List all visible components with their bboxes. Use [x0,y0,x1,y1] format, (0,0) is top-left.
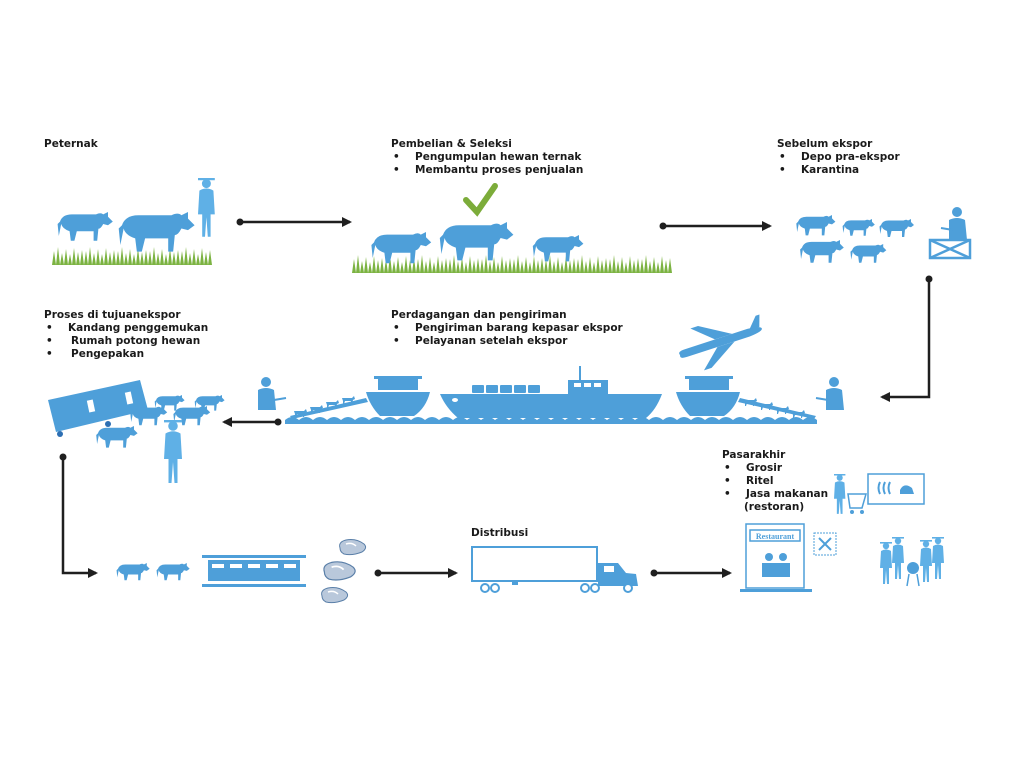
stage-sebelum-label: Sebelum ekspor Depo pra-ekspor Karantina [777,138,900,177]
inspector-icon [258,377,287,410]
truck-trailer-icon [48,380,148,437]
ferry-icon [290,376,430,419]
perdagangan-illustration [258,314,844,424]
stage-bullets: Depo pra-ekspor Karantina [777,151,900,177]
stage-bullets: Pengumpulan hewan ternak Membantu proses… [391,151,583,177]
arrow-peternak-to-pembelian [236,217,352,227]
bullet-item: Ritel [722,475,828,488]
bullet-item: Pengepakan [44,348,208,361]
stage-pasar-label: Pasarakhir Grosir Ritel Jasa makanan (re… [722,449,828,514]
stage-title: Pasarakhir [722,449,786,461]
bullet-item: Pelayanan setelah ekspor [391,335,623,348]
farmer-icon [198,178,215,237]
checkmark-icon [463,183,498,217]
arrow-proses-to-processing [59,453,98,578]
cow-icon [796,215,836,236]
bullet-item: Jasa makanan [722,488,828,501]
arrow-perdagangan-to-proses [222,417,282,427]
arrow-distribusi-to-pasar [650,568,732,578]
stage-bullets: Grosir Ritel Jasa makanan (restoran) [722,462,828,514]
cow-icon [439,222,514,261]
semi-truck-icon [471,546,638,593]
stage-bullets: Kandang penggemukan Rumah potong hewan P… [44,322,208,361]
stage-title: Perdagangan dan pengiriman [391,309,567,321]
inspector-icon [815,377,844,410]
inspector-icon [940,207,967,240]
arrow-pembelian-to-sebelum [659,221,772,231]
water-icon [285,417,817,424]
peternak-illustration [52,178,215,265]
restaurant-sign: Restaurant [756,532,795,541]
stage-title: Proses di tujuanekspor [44,309,181,321]
stage-peternak-label: Peternak [44,138,98,151]
arrow-sebelum-to-perdagangan [880,275,933,402]
pembelian-illustration [352,183,672,273]
bullet-item: Pengiriman barang kepasar ekspor [391,322,623,335]
meat-icon [320,538,367,604]
restaurant-icon: Restaurant [740,523,837,592]
fence-icon [928,238,972,260]
stage-title: Pembelian & Seleksi [391,138,512,150]
bullet-item: Kandang penggemukan [44,322,208,335]
cow-icon [800,240,844,263]
cow-icon [842,219,875,236]
stage-perdagangan-label: Perdagangan dan pengiriman Pengiriman ba… [391,309,623,348]
stage-pembelian-label: Pembelian & Seleksi Pengumpulan hewan te… [391,138,583,177]
bullet-item: Rumah potong hewan [44,335,208,348]
stage-bullets: Pengiriman barang kepasar ekspor Pelayan… [391,322,623,348]
shopping-icon [834,473,925,514]
cow-icon [118,212,195,252]
pasar-illustration: Restaurant [740,473,944,592]
stage-title: Distribusi [471,527,529,539]
cargo-ship-icon [440,366,662,418]
slaughterhouse-icon [202,555,306,587]
farmer-icon [164,420,182,483]
calf-icon [532,235,584,262]
stage-distribusi-label: Distribusi [471,527,528,540]
processing-illustration [116,538,367,604]
stage-title: Sebelum ekspor [777,138,873,150]
arrow-processing-to-distribusi [374,568,458,578]
airplane-icon [679,314,762,371]
bbq-people-icon [880,537,944,587]
distribusi-illustration [471,546,638,593]
stage-title: Peternak [44,138,98,150]
bullet-item: Karantina [777,164,900,177]
stage-proses-label: Proses di tujuanekspor Kandang penggemuk… [44,309,208,361]
bullet-item: Depo pra-ekspor [777,151,900,164]
cow-icon [850,244,887,263]
goat-icon [57,212,113,241]
sebelum-illustration [796,207,972,263]
flow-arrows [59,217,933,578]
proses-illustration [48,380,225,483]
cow-icon [879,219,914,237]
bullet-item: Membantu proses penjualan [391,164,583,177]
bullet-item-continuation: (restoran) [744,501,805,513]
bullet-item: Grosir [722,462,828,475]
bullet-item: Pengumpulan hewan ternak [391,151,583,164]
